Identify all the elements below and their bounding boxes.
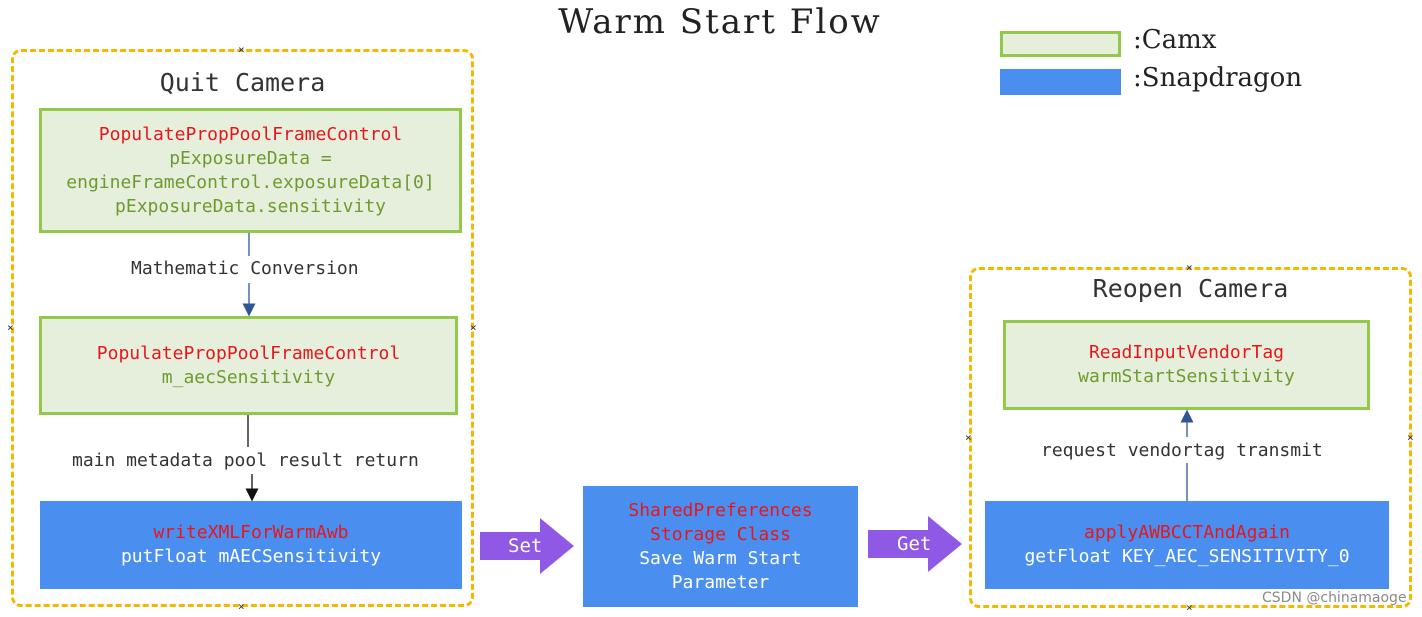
function-name: writeXMLForWarmAwb bbox=[153, 522, 349, 543]
function-name: SharedPreferences bbox=[628, 499, 813, 521]
selection-marker-icon: × bbox=[1186, 261, 1193, 274]
function-name: applyAWBCCTAndAgain bbox=[1084, 522, 1290, 543]
box-text-line: pExposureData.sensitivity bbox=[115, 195, 386, 217]
box-shared-preferences[interactable]: SharedPreferences Storage Class Save War… bbox=[583, 486, 858, 607]
edge-label-main-metadata: main metadata pool result return bbox=[72, 450, 419, 471]
legend-label-snapdragon: :Snapdragon bbox=[1133, 63, 1303, 93]
legend-swatch-snapdragon bbox=[1000, 69, 1121, 95]
box-text-line: m_aecSensitivity bbox=[161, 366, 336, 388]
box-text-line: Save Warm Start bbox=[639, 547, 802, 569]
box-text-line: getFloat KEY_AEC_SENSITIVITY_0 bbox=[1024, 546, 1350, 567]
box-populate-prop-pool-frame-control-2[interactable]: PopulatePropPoolFrameControl m_aecSensit… bbox=[39, 316, 458, 415]
box-apply-awb-cct-and-again[interactable]: applyAWBCCTAndAgain getFloat KEY_AEC_SEN… bbox=[985, 501, 1389, 589]
set-arrow-label: Set bbox=[508, 535, 543, 557]
get-arrow-label: Get bbox=[897, 533, 932, 555]
selection-marker-icon: × bbox=[1186, 601, 1193, 614]
get-arrow bbox=[868, 516, 962, 572]
function-name: PopulatePropPoolFrameControl bbox=[96, 342, 401, 364]
group-reopen-camera bbox=[969, 267, 1412, 608]
selection-marker-icon: × bbox=[470, 321, 477, 334]
selection-marker-icon: × bbox=[7, 321, 14, 334]
set-arrow bbox=[480, 518, 574, 574]
group-quit-camera bbox=[11, 49, 474, 607]
group-title-reopen-camera: Reopen Camera bbox=[1092, 274, 1289, 303]
box-populate-prop-pool-frame-control-1[interactable]: PopulatePropPoolFrameControl pExposureDa… bbox=[39, 108, 462, 233]
box-text-line: putFloat mAECSensitivity bbox=[120, 546, 382, 567]
group-title-quit-camera: Quit Camera bbox=[159, 68, 326, 97]
box-read-input-vendor-tag[interactable]: ReadInputVendorTag warmStartSensitivity bbox=[1003, 320, 1370, 410]
box-text-line: pExposureData = bbox=[169, 147, 332, 169]
box-text-line: Parameter bbox=[671, 571, 770, 593]
selection-marker-icon: × bbox=[238, 600, 245, 613]
box-text-line: warmStartSensitivity bbox=[1078, 366, 1295, 387]
box-write-xml-for-warm-awb[interactable]: writeXMLForWarmAwb putFloat mAECSensitiv… bbox=[40, 501, 462, 589]
box-text-line: engineFrameControl.exposureData[0] bbox=[66, 171, 435, 193]
selection-marker-icon: × bbox=[238, 43, 245, 56]
function-name: PopulatePropPoolFrameControl bbox=[98, 123, 403, 145]
diagram-title: Warm Start Flow bbox=[558, 2, 882, 42]
selection-marker-icon: × bbox=[1407, 431, 1414, 444]
edge-label-request-vendortag: request vendortag transmit bbox=[1041, 440, 1323, 461]
edge-label-mathematic-conversion: Mathematic Conversion bbox=[131, 258, 359, 279]
function-name: ReadInputVendorTag bbox=[1088, 342, 1285, 363]
selection-marker-icon: × bbox=[965, 431, 972, 444]
function-name-line-2: Storage Class bbox=[650, 523, 791, 545]
legend-label-camx: :Camx bbox=[1133, 25, 1217, 55]
legend-swatch-camx bbox=[1000, 31, 1121, 57]
watermark: CSDN @chinamaoge bbox=[1262, 590, 1407, 606]
